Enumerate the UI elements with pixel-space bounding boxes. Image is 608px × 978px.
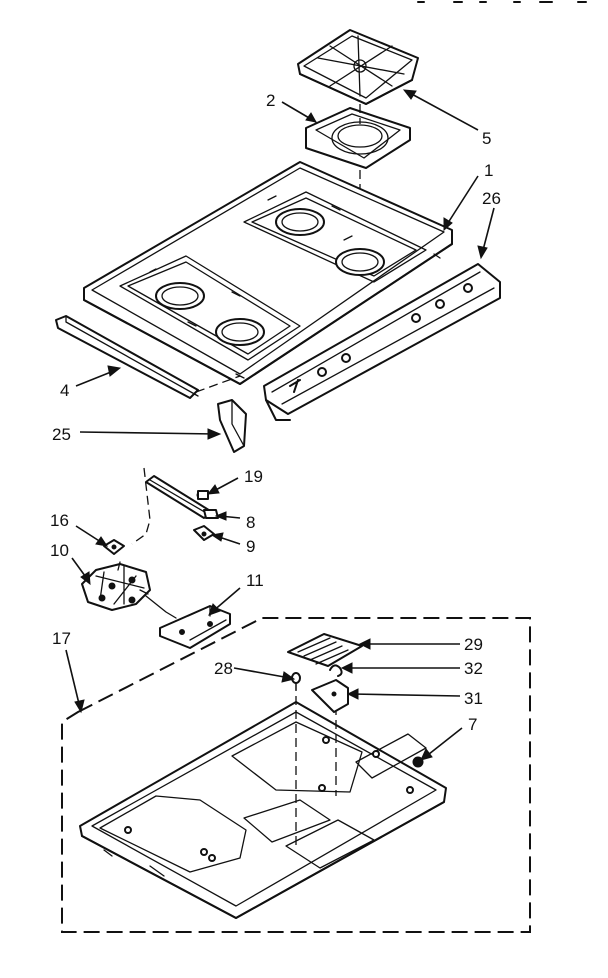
valve-manifold xyxy=(81,561,151,611)
callout-11: 11 xyxy=(246,571,264,590)
burner-box-enclosure xyxy=(61,617,531,933)
burner-box-pan xyxy=(79,701,447,919)
box-alignment-lines xyxy=(295,682,337,846)
rear-rail xyxy=(263,263,501,421)
small-bracket xyxy=(311,679,349,713)
vent-grille xyxy=(287,633,363,667)
callout-28: 28 xyxy=(214,659,233,678)
front-trim-strip xyxy=(55,315,199,399)
plug xyxy=(412,756,424,768)
mounting-bracket xyxy=(159,605,231,649)
trim-alignment-line xyxy=(195,375,241,393)
callout-25: 25 xyxy=(52,425,71,444)
callout-7: 7 xyxy=(468,715,477,734)
screw xyxy=(291,672,301,691)
callout-10: 10 xyxy=(50,541,69,560)
callout-32: 32 xyxy=(464,659,483,678)
callout-19: 19 xyxy=(244,467,263,486)
callout-2: 2 xyxy=(266,91,275,110)
callout-4: 4 xyxy=(60,381,69,400)
callout-labels: 1 2 4 5 7 8 9 10 11 16 17 19 25 26 28 29… xyxy=(50,91,501,734)
clip xyxy=(103,539,125,555)
callout-26: 26 xyxy=(482,189,501,208)
callout-17: 17 xyxy=(52,629,71,648)
manifold-to-bracket-line xyxy=(145,595,177,619)
callout-29: 29 xyxy=(464,635,483,654)
callout-9: 9 xyxy=(246,537,255,556)
burner-grate xyxy=(297,29,419,105)
leader-lines xyxy=(65,89,495,761)
valve-bracket-assembly xyxy=(131,467,219,545)
cooktop-frame xyxy=(83,161,453,385)
spring-clip xyxy=(329,664,343,677)
callout-31: 31 xyxy=(464,689,483,708)
corner-trim xyxy=(217,399,247,453)
callout-1: 1 xyxy=(484,161,493,180)
burner-ring xyxy=(305,107,411,169)
callout-5: 5 xyxy=(482,129,491,148)
callout-8: 8 xyxy=(246,513,255,532)
callout-16: 16 xyxy=(50,511,69,530)
